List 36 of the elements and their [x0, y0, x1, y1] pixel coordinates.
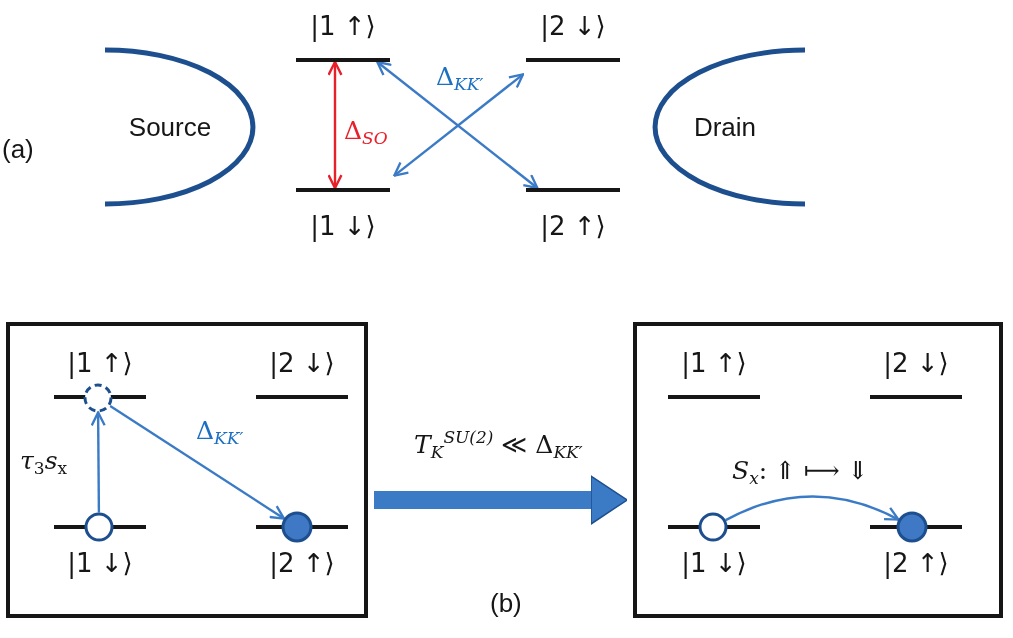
- ket-label: |2 ↑⟩: [883, 547, 949, 581]
- edge-label: S$_{x}$: ⇑ ⟼ ⇓: [732, 455, 869, 490]
- dot-icon: [896, 511, 928, 543]
- block-arrow: [374, 475, 628, 525]
- dashed-ring-icon: [83, 383, 113, 413]
- ket-label: |2 ↑⟩: [269, 547, 335, 581]
- ring-icon: [698, 512, 728, 542]
- ket-label: |2 ↓⟩: [540, 10, 606, 44]
- edge-label: Δ$_{KK′}$: [436, 61, 484, 96]
- ket-label: |1 ↓⟩: [67, 547, 133, 581]
- double-headed-arrow: [376, 60, 539, 190]
- ket-label: |2 ↓⟩: [883, 347, 949, 381]
- panel-frame: [633, 322, 1003, 618]
- edge-label: Δ$_{SO}$: [344, 115, 388, 150]
- ket-label: |1 ↑⟩: [310, 10, 376, 44]
- double-headed-arrow: [327, 60, 343, 190]
- ket-label: |1 ↓⟩: [310, 210, 376, 244]
- panel-frame: [6, 322, 368, 618]
- ket-label: |1 ↑⟩: [67, 347, 133, 381]
- dot-icon: [281, 511, 313, 543]
- ket-label: |2 ↓⟩: [269, 347, 335, 381]
- reservoir-label: Source: [128, 112, 212, 144]
- arrow: [109, 404, 286, 520]
- ket-label: |1 ↓⟩: [681, 547, 747, 581]
- arrow: [90, 411, 106, 513]
- curved-arrow: [725, 495, 900, 522]
- edge-label: T$_{K}$$^{SU(2)}$ ≪ Δ$_{KK′}$: [414, 426, 583, 464]
- panel-label: (a): [2, 134, 34, 166]
- edge-label: τ$_{3}$s$_{x}$: [20, 445, 68, 480]
- ket-label: |2 ↑⟩: [540, 210, 606, 244]
- reservoir-label: Drain: [693, 112, 757, 144]
- ket-label: |1 ↑⟩: [681, 347, 747, 381]
- panel-label: (b): [490, 588, 522, 620]
- edge-label: Δ$_{KK′}$: [196, 415, 244, 450]
- ring-icon: [84, 512, 114, 542]
- double-headed-arrow: [393, 73, 525, 177]
